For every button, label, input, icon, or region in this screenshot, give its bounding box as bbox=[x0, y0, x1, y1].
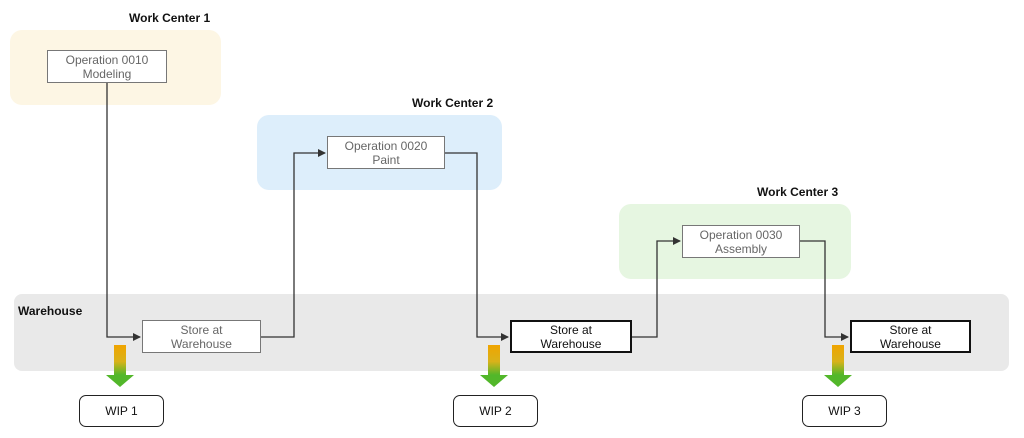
connector-store2-to-op3 bbox=[632, 237, 681, 338]
store-1-line2: Warehouse bbox=[171, 336, 232, 351]
wip-1-label: WIP 1 bbox=[105, 404, 138, 418]
store-1-line1: Store at bbox=[180, 322, 223, 337]
operation-0030-box: Operation 0030 Assembly bbox=[682, 225, 800, 258]
store-at-warehouse-3-box: Store at Warehouse bbox=[850, 320, 971, 353]
connector-op1-to-store1 bbox=[106, 83, 141, 341]
operation-0010-line1: Operation 0010 bbox=[65, 52, 149, 67]
work-center-2-title: Work Center 2 bbox=[412, 96, 494, 110]
operation-0020-line2: Paint bbox=[372, 152, 400, 167]
store-2-line2: Warehouse bbox=[540, 336, 602, 351]
wip-3-box: WIP 3 bbox=[802, 395, 887, 427]
warehouse-title: Warehouse bbox=[18, 304, 83, 318]
work-center-3-title: Work Center 3 bbox=[757, 185, 839, 199]
operation-0030-line1: Operation 0030 bbox=[699, 227, 783, 242]
operation-0010-box: Operation 0010 Modeling bbox=[47, 50, 167, 83]
store-3-line1: Store at bbox=[889, 322, 932, 337]
operation-0020-box: Operation 0020 Paint bbox=[327, 136, 445, 169]
store-at-warehouse-2-box: Store at Warehouse bbox=[510, 320, 632, 353]
operation-0020-line1: Operation 0020 bbox=[344, 138, 428, 153]
store-3-line2: Warehouse bbox=[880, 336, 941, 351]
connector-op3-to-store3 bbox=[800, 240, 849, 341]
wip-arrow-1 bbox=[106, 345, 134, 387]
connector-op2-to-store2 bbox=[445, 152, 509, 341]
wip-arrow-3 bbox=[824, 345, 852, 387]
operation-0030-line2: Assembly bbox=[714, 241, 767, 256]
wip-3-label: WIP 3 bbox=[828, 404, 861, 418]
wip-2-label: WIP 2 bbox=[479, 404, 512, 418]
connector-store1-to-op2 bbox=[261, 149, 326, 338]
work-center-1-title: Work Center 1 bbox=[129, 11, 211, 25]
wip-arrow-2 bbox=[480, 345, 508, 387]
wip-1-box: WIP 1 bbox=[79, 395, 164, 427]
operation-0010-line2: Modeling bbox=[82, 66, 132, 81]
wip-2-box: WIP 2 bbox=[453, 395, 538, 427]
store-2-line1: Store at bbox=[549, 322, 593, 337]
store-at-warehouse-1-box: Store at Warehouse bbox=[142, 320, 261, 353]
